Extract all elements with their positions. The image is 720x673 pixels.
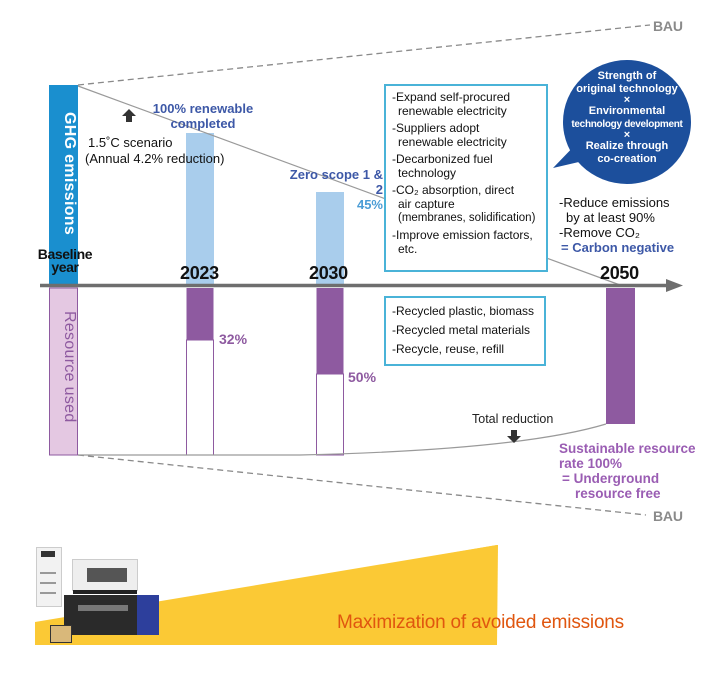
resource-measure-item: -Recycle, reuse, refill [392, 342, 505, 356]
resource-bar-2023-empty [186, 339, 214, 456]
ghg-measure-item: -Improve emission factors, etc. [392, 228, 533, 256]
bau-label-top: BAU [653, 18, 683, 34]
scenario-line2: (Annual 4.2% reduction) [85, 151, 225, 166]
ghg-measure-item: -Suppliers adopt renewable electricity [392, 121, 507, 149]
bau-label-bottom: BAU [653, 508, 683, 524]
products-illustration [36, 547, 186, 647]
resource-measure-item: -Recycled plastic, biomass [392, 304, 535, 318]
resource-bar-2023-fill [186, 288, 214, 340]
resource-bar-2030-fill [316, 288, 344, 374]
zero-scope-line: Zero scope 1 & 2 [289, 167, 383, 197]
resource-axis-bar [49, 287, 78, 456]
ghg-bar-2023 [186, 133, 214, 285]
scenario-line1: 1.5˚C scenario [88, 135, 173, 150]
renewable-line2: completed [170, 116, 236, 131]
time-axis-arrowhead [666, 279, 683, 292]
baseline-year-label: Baseline year [20, 246, 110, 275]
year-label-2030: 2030 [309, 263, 348, 283]
down-arrow-icon [507, 430, 521, 443]
bau-line-bottom [77, 454, 647, 516]
ghg-measures-box: -Expand self-procured renewable electric… [384, 84, 548, 272]
ghg-measure-item: -CO₂ absorption, direct air capture (mem… [392, 183, 536, 224]
ghg-measure-item: -Expand self-procured renewable electric… [392, 90, 511, 118]
bau-line-top [77, 24, 651, 86]
goal-2050: -Reduce emissions by at least 90% -Remov… [559, 195, 675, 255]
up-arrow-icon [122, 109, 136, 122]
resource-pct-2030: 50% [348, 369, 377, 385]
resource-bar-2030-empty [316, 373, 344, 456]
ghg-measure-item: -Decarbonized fuel technology [392, 152, 493, 180]
times-icon: × [623, 94, 631, 106]
resource-used-label: Resource used [61, 311, 78, 423]
times-icon: × [623, 129, 631, 141]
resource-goal: Sustainable resource rate 100% = Undergr… [559, 441, 696, 501]
carbon-negative-label: = Carbon negative [561, 240, 675, 255]
zero-scope-note: Zero scope 1 & 2 45% [279, 167, 383, 212]
ghg-emissions-label: GHG emissions [61, 112, 78, 236]
textile-printer-image [64, 595, 159, 635]
resource-reduction-curve [78, 423, 607, 456]
resource-pct-2023: 32% [219, 331, 248, 347]
baseline-label-line2: year [51, 259, 79, 275]
office-printer-image [36, 547, 62, 607]
zero-scope-pct: 45% [356, 197, 383, 212]
total-reduction-label: Total reduction [472, 412, 554, 426]
avoided-emissions-label: Maximization of avoided emissions [337, 612, 624, 633]
injection-molding-machine-image [72, 559, 138, 594]
resource-measures-box: -Recycled plastic, biomass -Recycled met… [384, 296, 546, 366]
renewable-line1: 100% renewable [152, 101, 254, 116]
year-label-2023: 2023 [180, 263, 219, 283]
scenario-label: 1.5˚C scenario (Annual 4.2% reduction) [85, 135, 224, 167]
bubble-text: Strength of original technology × Enviro… [562, 70, 692, 166]
resource-bar-2050 [606, 288, 635, 424]
ghg-bar-2030 [316, 192, 344, 285]
speech-bubble [553, 60, 691, 184]
resource-measure-item: -Recycled metal materials [392, 323, 531, 337]
ghg-axis-bar [49, 85, 78, 285]
ink-tanks-image [50, 625, 72, 643]
year-label-2050: 2050 [600, 263, 639, 283]
baseline-label-line1: Baseline [37, 246, 93, 262]
renewable-completed-note: 100% renewable completed [148, 101, 258, 131]
